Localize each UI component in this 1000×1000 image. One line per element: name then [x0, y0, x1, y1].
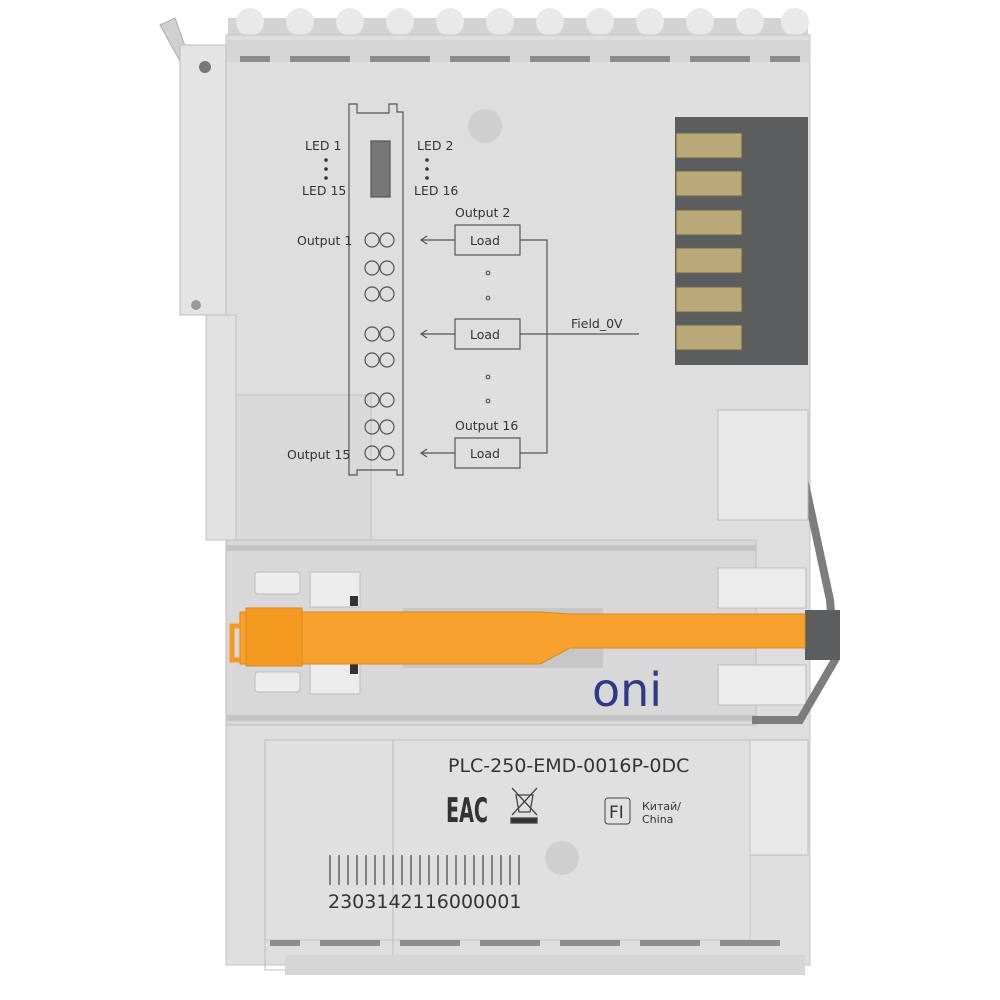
- wiring-diagram: [348, 103, 639, 476]
- model-number: PLC-250-EMD-0016P-0DC: [448, 755, 689, 777]
- output-label: Output 2: [455, 205, 510, 220]
- field-0v-label: Field_0V: [571, 316, 623, 331]
- origin-ru: Китай/: [642, 800, 681, 813]
- output-label: Output 15: [287, 447, 350, 462]
- serial-number: 2303142116000001: [328, 891, 521, 913]
- eac-mark: EAC: [446, 791, 488, 831]
- origin-code: FI: [609, 803, 624, 823]
- oni-logo: oni: [592, 663, 662, 717]
- housing-dimple: [468, 109, 502, 143]
- load-label: Load: [470, 327, 500, 342]
- release-lever[interactable]: [239, 611, 806, 665]
- housing-dimple: [545, 841, 579, 875]
- load-label: Load: [470, 446, 500, 461]
- led-label: LED 2: [417, 138, 453, 153]
- origin-code-box: [604, 797, 631, 825]
- output-label: Output 16: [455, 418, 518, 433]
- screw-icon: [199, 61, 211, 73]
- led-label: LED 16: [414, 183, 458, 198]
- load-label: Load: [470, 233, 500, 248]
- terminal-points: [364, 232, 395, 461]
- gold-contacts: [675, 132, 743, 351]
- origin-en: China: [642, 813, 673, 826]
- output-label: Output 1: [297, 233, 352, 248]
- barcode: [329, 855, 520, 885]
- led-label: LED 1: [305, 138, 341, 153]
- left-rail: [179, 44, 227, 316]
- led-label: LED 15: [302, 183, 346, 198]
- weee-bin-icon: [510, 787, 538, 824]
